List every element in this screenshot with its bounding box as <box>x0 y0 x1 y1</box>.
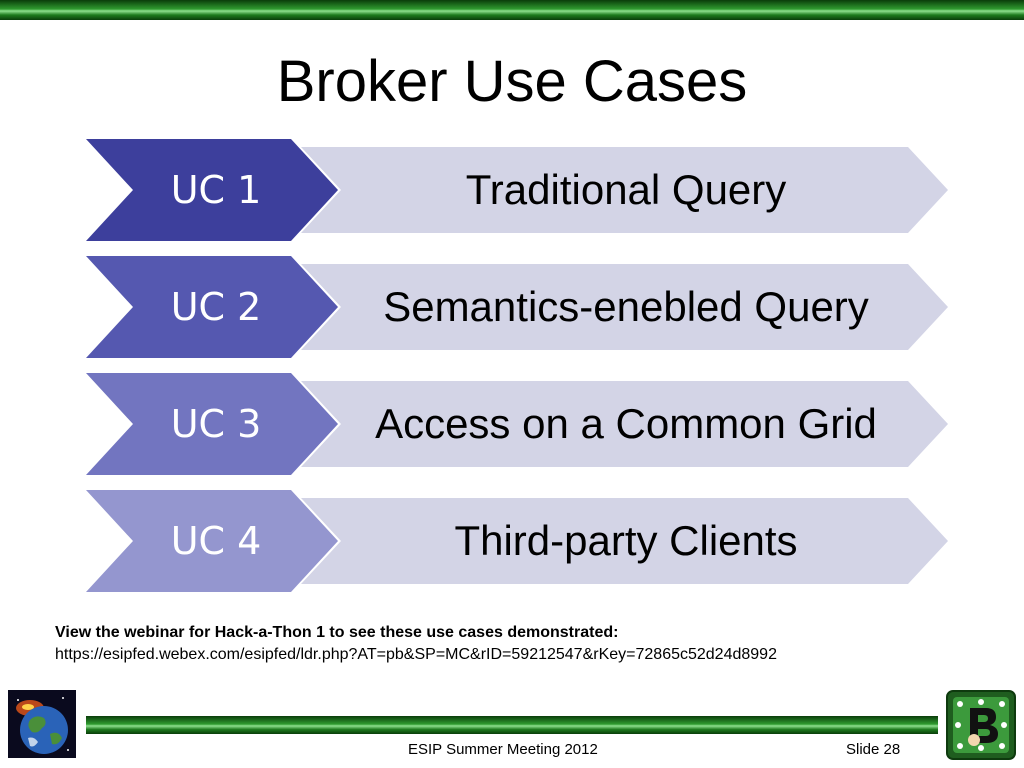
label-chevron <box>301 264 948 350</box>
use-case-row-2: UC 2 Semantics-enebled Query <box>86 256 952 358</box>
number-chevron <box>86 490 338 592</box>
label-chevron <box>301 498 948 584</box>
use-case-chevrons <box>86 373 948 475</box>
label-chevron <box>301 381 948 467</box>
footer-meeting: ESIP Summer Meeting 2012 <box>408 741 598 758</box>
number-chevron <box>86 256 338 358</box>
use-case-number: UC 1 <box>170 168 262 212</box>
use-case-number: UC 2 <box>170 285 262 329</box>
use-case-label: Traditional Query <box>465 166 787 213</box>
top-green-bar <box>0 0 1024 20</box>
use-case-row-1: UC 1 Traditional Query <box>86 139 952 241</box>
use-case-number: UC 4 <box>170 519 262 563</box>
use-case-row-4: UC 4 Third-party Clients <box>86 490 952 592</box>
slide-title: Broker Use Cases <box>276 49 748 114</box>
earth-globe-logo <box>8 690 76 758</box>
number-chevron <box>86 139 338 241</box>
number-chevron <box>86 373 338 475</box>
slide-number: Slide 28 <box>846 741 901 758</box>
use-case-chevrons <box>86 490 948 592</box>
broker-b-logo <box>946 690 1016 760</box>
use-case-row-3: UC 3 Access on a Common Grid <box>86 373 952 475</box>
use-case-chevrons <box>86 139 948 241</box>
bottom-green-bar <box>86 716 938 734</box>
use-case-number: UC 3 <box>170 402 262 446</box>
webinar-note: View the webinar for Hack-a-Thon 1 to se… <box>55 622 777 666</box>
use-case-chevrons <box>86 256 948 358</box>
label-chevron <box>301 147 948 233</box>
use-case-label: Third-party Clients <box>454 517 798 564</box>
use-case-label: Semantics-enebled Query <box>383 283 869 330</box>
use-case-label: Access on a Common Grid <box>375 400 877 447</box>
webinar-link[interactable]: https://esipfed.webex.com/esipfed/ldr.ph… <box>55 646 777 663</box>
webinar-note-text: View the webinar for Hack-a-Thon 1 to se… <box>55 624 619 641</box>
